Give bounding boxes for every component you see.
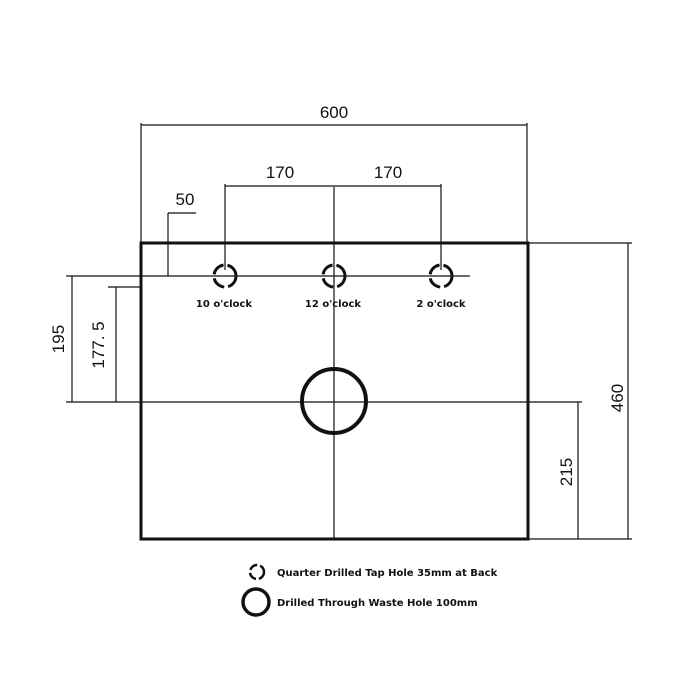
dimension-215: 215 [557, 402, 579, 539]
legend-waste-hole-icon [241, 587, 271, 617]
dimension-460: 460 [528, 242, 632, 540]
dimension-50-label: 50 [176, 190, 195, 209]
dimension-195-label: 195 [49, 325, 68, 353]
dimension-600-label: 600 [320, 103, 348, 122]
dimension-177-5: 177. 5 [89, 286, 141, 402]
dimension-177-5-label: 177. 5 [89, 321, 108, 368]
tap-hole-12-oclock [321, 263, 347, 289]
dimension-215-label: 215 [557, 458, 576, 486]
tap-hole-label-12: 12 o'clock [305, 299, 361, 310]
tap-hole-label-10: 10 o'clock [196, 299, 252, 310]
tap-hole-label-2: 2 o'clock [416, 299, 466, 310]
legend-tap-hole-icon [248, 563, 266, 581]
dimension-170-left-label: 170 [266, 163, 294, 182]
legend-tap-hole-text: Quarter Drilled Tap Hole 35mm at Back [277, 568, 498, 579]
tap-hole-2-oclock [428, 263, 454, 289]
legend: Quarter Drilled Tap Hole 35mm at Back Dr… [241, 563, 498, 617]
legend-waste-hole-text: Drilled Through Waste Hole 100mm [277, 598, 478, 609]
dimension-170-right-label: 170 [374, 163, 402, 182]
dimension-50: 50 [167, 190, 196, 276]
dimension-195: 195 [49, 276, 73, 402]
dimension-600: 600 [140, 103, 528, 243]
dimension-tap-spacing: 170 170 [224, 163, 442, 270]
waste-hole [300, 367, 368, 435]
tap-hole-10-oclock [212, 263, 238, 289]
dimension-460-label: 460 [608, 384, 627, 412]
